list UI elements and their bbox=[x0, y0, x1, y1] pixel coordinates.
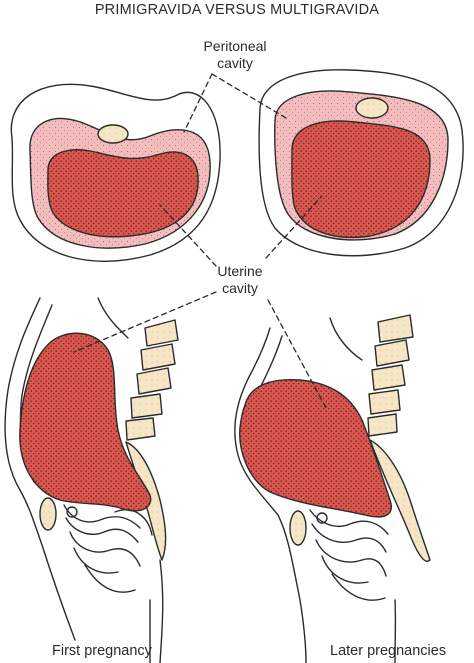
cross-section-first-pregnancy bbox=[10, 83, 221, 262]
label-uterine-line2: cavity bbox=[222, 280, 258, 296]
pubic-bone-left bbox=[39, 497, 57, 531]
uterine-cavity-right bbox=[291, 120, 431, 238]
caption-first-pregnancy: First pregnancy bbox=[52, 643, 152, 659]
page-title: PRIMIGRAVIDA VERSUS MULTIGRAVIDA bbox=[94, 2, 380, 18]
uterine-cavity-left bbox=[47, 149, 199, 238]
spine-first-pregnancy bbox=[125, 319, 179, 561]
uterus-later-pregnancies bbox=[239, 378, 392, 518]
sagittal-first-pregnancy bbox=[4, 297, 179, 663]
label-peritoneal-cavity: Peritoneal cavity bbox=[195, 38, 275, 72]
vertebra-top-left bbox=[97, 124, 129, 144]
leader-lines bbox=[73, 73, 327, 409]
vertebra-top-right bbox=[355, 97, 389, 119]
sagittal-later-pregnancies bbox=[234, 314, 431, 663]
pubic-bone-right bbox=[289, 510, 307, 546]
label-peritoneal-line2: cavity bbox=[217, 55, 253, 71]
spine-later-pregnancies bbox=[367, 314, 431, 562]
label-uterine-line1: Uterine bbox=[217, 263, 263, 279]
cross-section-later-pregnancies bbox=[258, 69, 464, 257]
caption-later-pregnancies: Later pregnancies bbox=[330, 643, 447, 659]
label-peritoneal-line1: Peritoneal bbox=[203, 38, 267, 54]
uterus-first-pregnancy bbox=[19, 332, 152, 512]
label-uterine-cavity: Uterine cavity bbox=[205, 263, 275, 297]
